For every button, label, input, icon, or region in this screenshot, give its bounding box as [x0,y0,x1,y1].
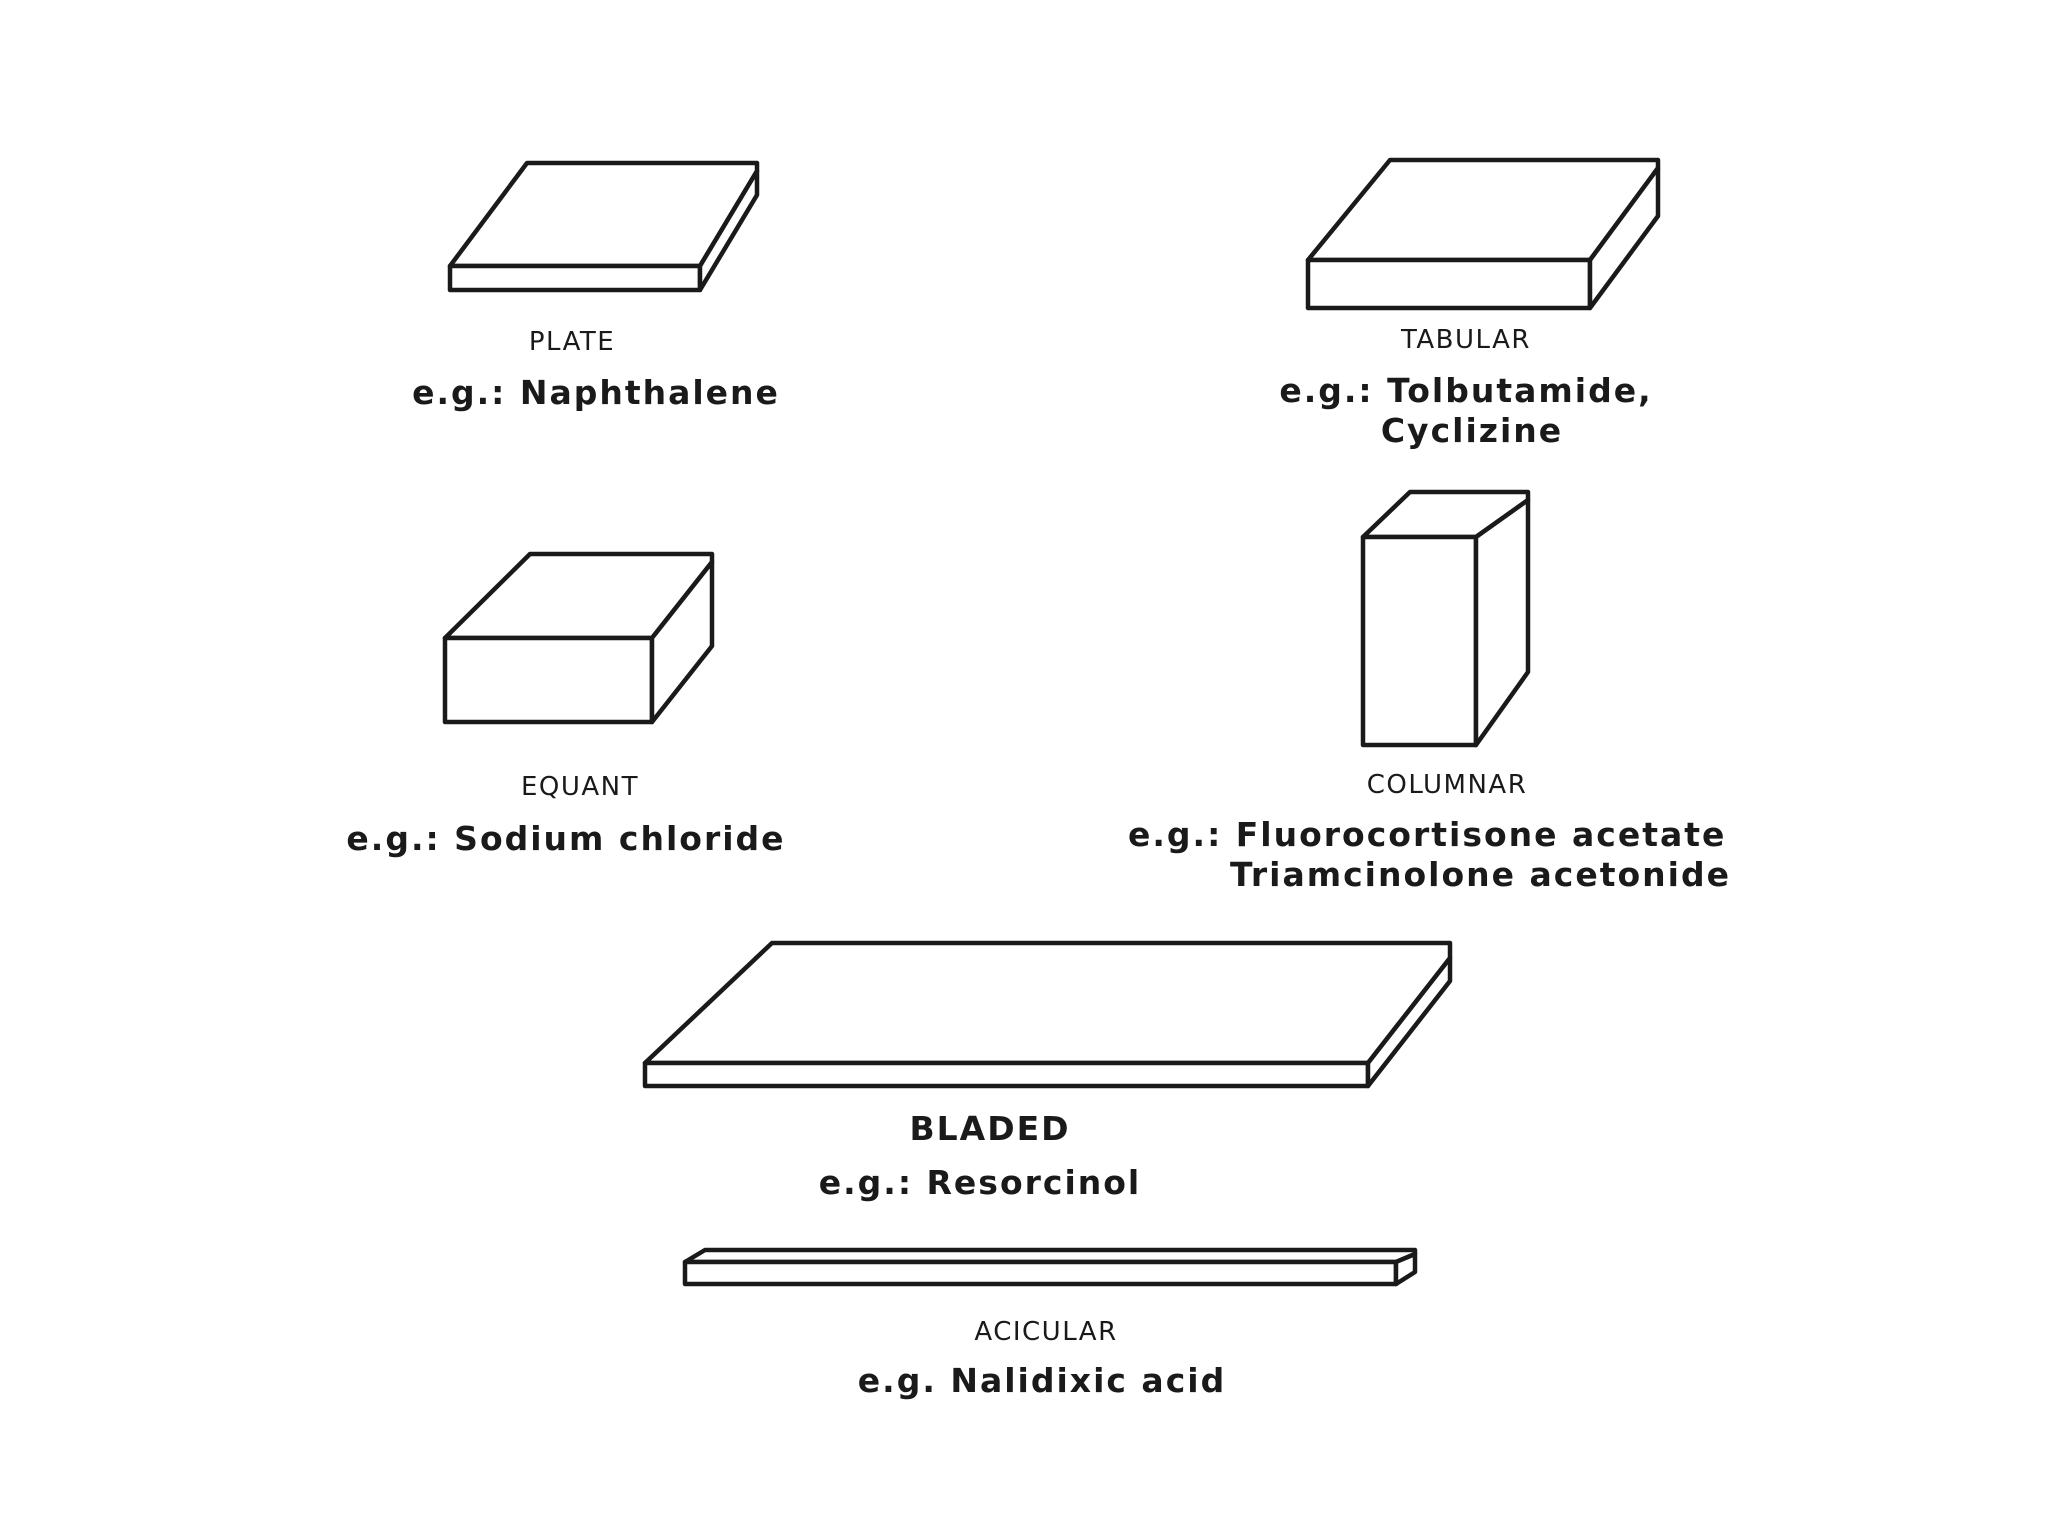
columnar-label: COLUMNAR [1367,770,1528,800]
tabular-example-line-1: e.g.: Tolbutamide, [1279,371,1652,410]
plate-shape [447,160,760,293]
acicular-example-line-1: e.g. Nalidixic acid [858,1361,1226,1400]
acicular-shape [682,1247,1418,1287]
habit-columnar: COLUMNAR e.g.: Fluorocortisone acetate T… [1128,489,1731,894]
columnar-example-line-2: Triamcinolone acetonide [1230,855,1731,894]
habit-equant: EQUANT e.g.: Sodium chloride [346,551,785,858]
habit-plate: PLATE e.g.: Naphthalene [412,160,780,412]
bladed-label: BLADED [909,1109,1070,1148]
plate-label: PLATE [529,327,615,357]
columnar-example-line-1: e.g.: Fluorocortisone acetate [1128,815,1726,854]
columnar-shape [1360,489,1531,748]
habit-bladed: BLADED e.g.: Resorcinol [642,940,1453,1202]
plate-example-line-1: e.g.: Naphthalene [412,373,780,412]
tabular-example-line-2: Cyclizine [1381,411,1563,450]
equant-shape [442,551,715,725]
equant-label: EQUANT [521,772,639,802]
bladed-shape [642,940,1453,1089]
tabular-shape [1305,157,1661,311]
habit-tabular: TABULAR e.g.: Tolbutamide, Cyclizine [1279,157,1661,450]
bladed-example-line-1: e.g.: Resorcinol [819,1163,1142,1202]
equant-example-line-1: e.g.: Sodium chloride [346,819,785,858]
tabular-label: TABULAR [1400,325,1531,355]
habit-acicular: ACICULAR e.g. Nalidixic acid [682,1247,1418,1400]
acicular-label: ACICULAR [974,1317,1117,1347]
